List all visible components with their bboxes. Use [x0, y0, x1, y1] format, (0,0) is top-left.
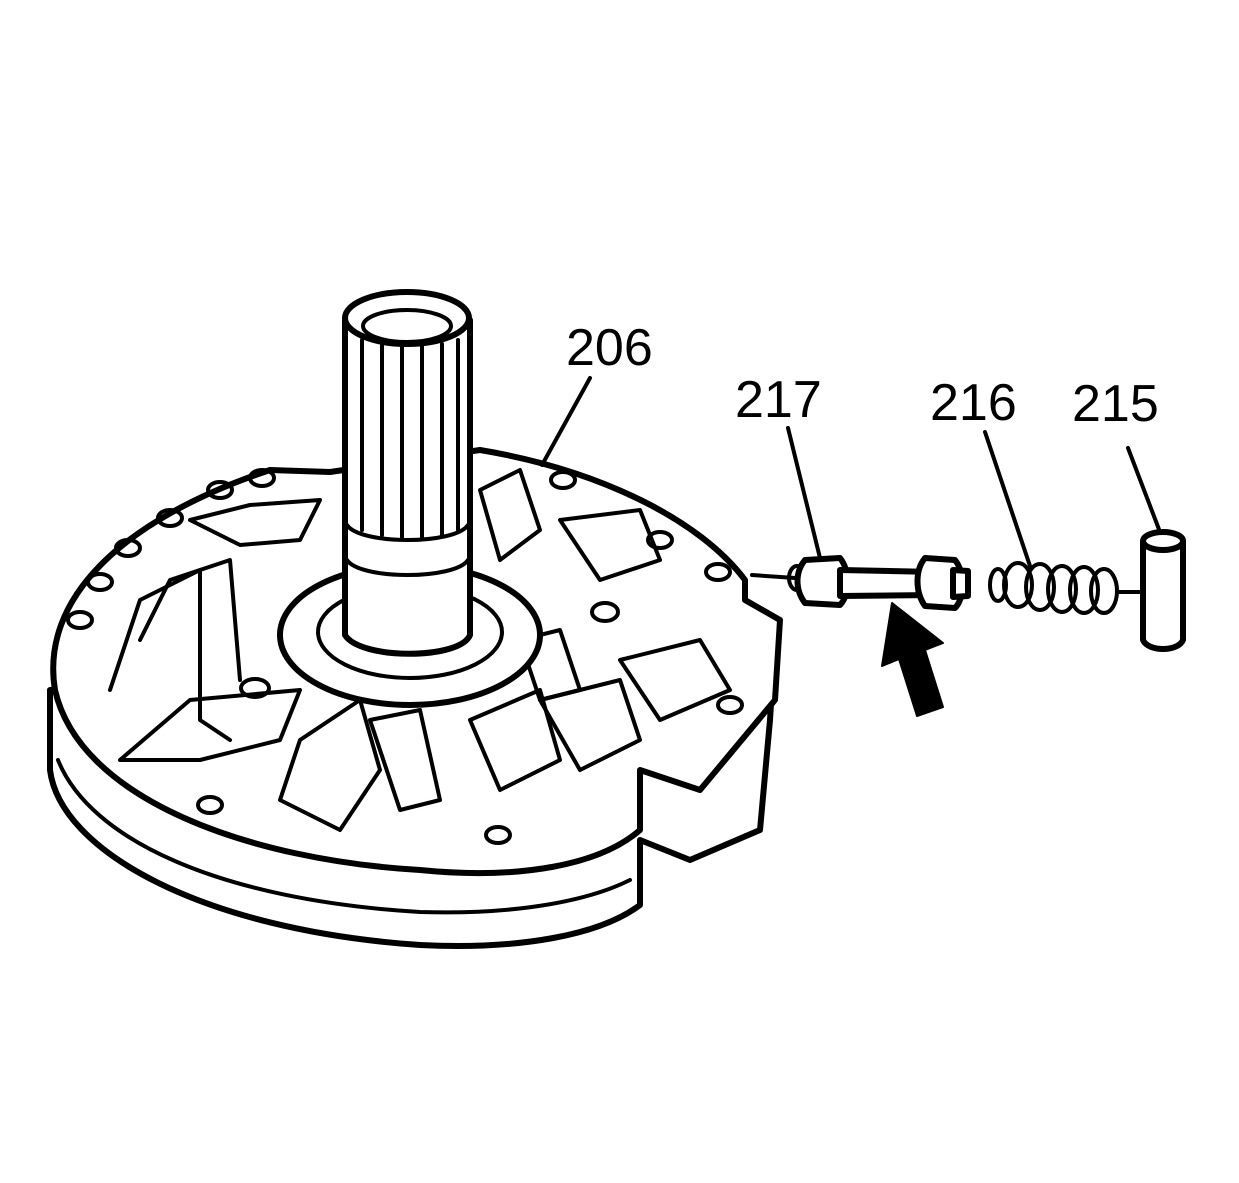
- spring-coil-1: [1002, 561, 1034, 609]
- arrow-up-left-icon: [881, 602, 944, 717]
- stator-shaft-ring-1: [345, 523, 470, 542]
- pump-cover-rim-line: [56, 758, 632, 915]
- callout-215: 215: [1072, 375, 1159, 433]
- pin-body: [1140, 539, 1186, 652]
- callout-217: 217: [735, 371, 822, 429]
- stator-shaft-splines: [360, 338, 460, 539]
- valve-land-1: [794, 555, 851, 608]
- valve-217: [750, 555, 971, 611]
- pin-215: [1140, 529, 1186, 652]
- stator-shaft-bore: [361, 308, 453, 344]
- leader-216: [983, 430, 1032, 568]
- leader-215: [1126, 446, 1162, 534]
- callout-216: 216: [930, 374, 1017, 432]
- stator-shaft-body: [342, 317, 473, 657]
- pump-cover-passages: [108, 468, 732, 832]
- leader-217: [786, 426, 822, 560]
- stator-shaft-top: [342, 289, 472, 347]
- spring-216: [988, 561, 1145, 615]
- spring-coil-3: [1046, 564, 1078, 614]
- stator-shaft-ring-2: [345, 558, 470, 577]
- leader-206: [540, 376, 592, 467]
- pump-cover: [47, 447, 783, 949]
- valve-land-3: [950, 567, 971, 600]
- spring-coil-5: [1089, 567, 1119, 615]
- spring-coil-4: [1068, 565, 1100, 615]
- pin-top: [1140, 529, 1186, 553]
- stator-shaft: [342, 289, 473, 657]
- callout-206: 206: [566, 319, 653, 377]
- pump-cover-bolt-holes: [66, 468, 744, 845]
- spring-coil-2: [1024, 562, 1056, 612]
